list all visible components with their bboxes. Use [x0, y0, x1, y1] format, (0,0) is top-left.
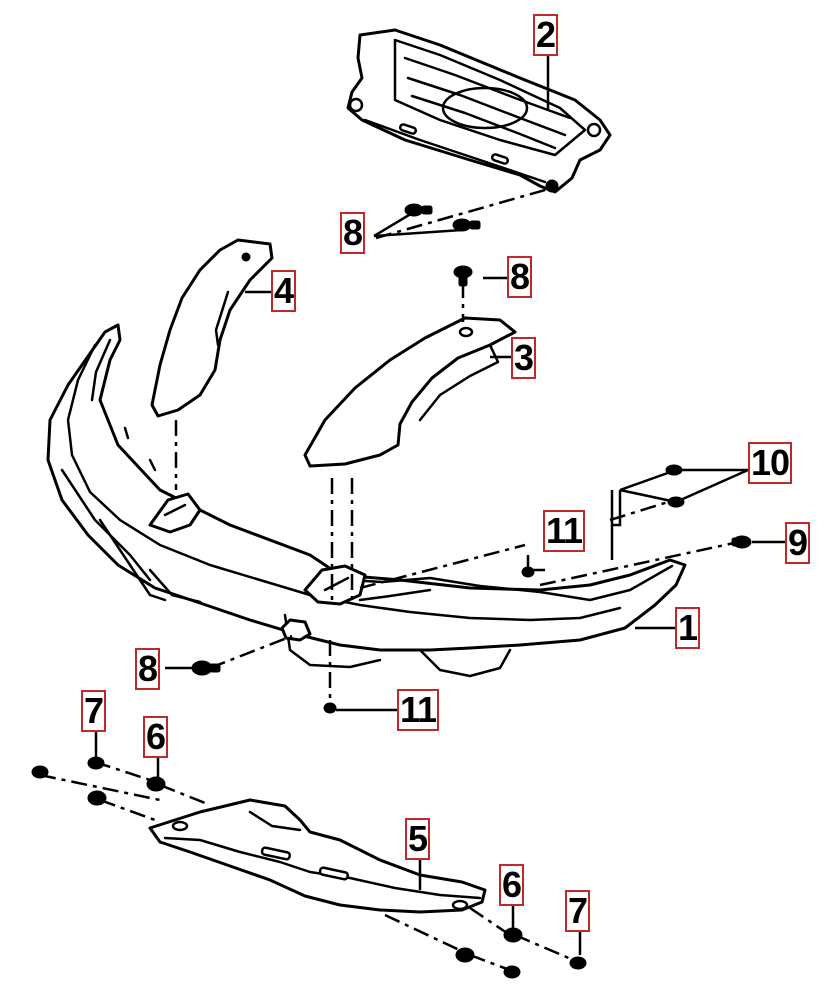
bolt-left [31, 765, 49, 779]
clip-11-b [323, 702, 337, 714]
callout-1: 1 [675, 607, 701, 649]
callout-11-lower: 11 [397, 689, 440, 731]
callout-8-lower: 8 [135, 648, 161, 690]
callout-3: 3 [511, 337, 537, 379]
callout-6-left: 6 [143, 716, 169, 758]
part-5-skid-plate[interactable] [148, 798, 487, 914]
part-4-left-bracket[interactable] [150, 238, 274, 418]
callout-7-left: 7 [81, 690, 107, 732]
callout-8-bracket: 8 [507, 256, 533, 298]
nut-6-b [503, 927, 523, 943]
callout-10: 10 [748, 442, 793, 484]
leader-lines [94, 55, 785, 955]
screw-8-top-a [404, 203, 424, 217]
callout-9: 9 [785, 522, 811, 564]
bolt-7-b [569, 956, 587, 970]
nut-bottom [455, 947, 475, 963]
callout-2: 2 [533, 14, 559, 56]
callout-7-right: 7 [565, 890, 591, 932]
part-1-bumper[interactable] [46, 323, 687, 678]
assembly-center-lines [39, 186, 749, 974]
callout-6-right: 6 [499, 864, 525, 906]
part-2-grille[interactable] [346, 28, 612, 194]
callout-11-upper: 11 [543, 510, 586, 552]
callout-5: 5 [405, 818, 431, 860]
bolt-7-a [87, 756, 105, 770]
nut-left [87, 790, 107, 806]
nut-6-a [146, 776, 166, 792]
callout-4: 4 [271, 270, 297, 312]
callout-8-top: 8 [340, 212, 366, 254]
part-3-center-bracket[interactable] [303, 316, 517, 468]
bolt-bottom [503, 965, 521, 979]
